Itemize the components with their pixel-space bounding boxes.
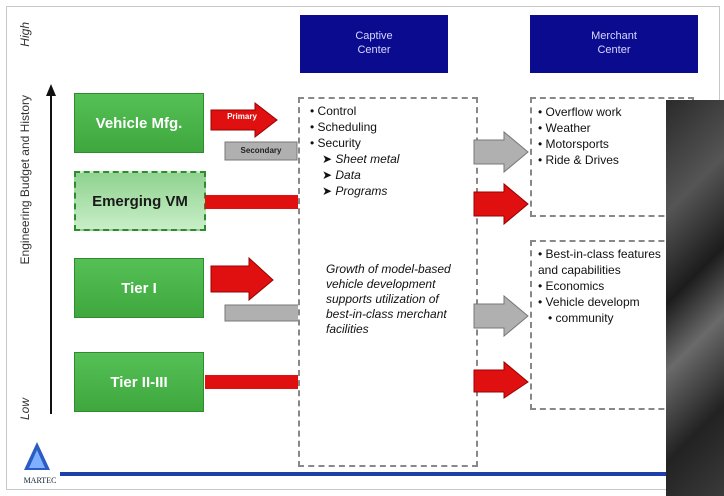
list-item: Vehicle developm xyxy=(538,294,666,310)
merchant-top-list: Overflow work Weather Motorsports Ride &… xyxy=(538,104,678,168)
tier23-arrow xyxy=(205,375,299,389)
axis-arrow xyxy=(46,84,56,414)
list-item: Overflow work xyxy=(538,104,678,120)
red-arrow-bottom xyxy=(473,360,529,399)
tier1-arrow xyxy=(210,256,274,302)
list-item: Scheduling xyxy=(310,119,470,135)
list-subitem: Programs xyxy=(310,183,470,199)
red-arrow-top xyxy=(473,182,529,226)
list-subitem: Data xyxy=(310,167,470,183)
gray-arrow-bottom xyxy=(473,294,529,338)
merchant-bottom-list: Best-in-class features and capabilities … xyxy=(538,246,666,326)
list-item: Economics xyxy=(538,278,666,294)
captive-list: Control Scheduling Security Sheet metal … xyxy=(310,103,470,199)
axis-high-label: High xyxy=(18,22,32,47)
secondary-label: Secondary xyxy=(240,146,282,155)
emerging-arrow xyxy=(205,195,299,209)
axis-low-label: Low xyxy=(18,398,32,421)
tier-vehicle-mfg: Vehicle Mfg. xyxy=(74,93,204,153)
captive-note: Growth of model-based vehicle developmen… xyxy=(326,262,451,336)
tier-arrows xyxy=(205,101,300,389)
list-item-continued: community xyxy=(538,310,666,326)
list-item: Weather xyxy=(538,120,678,136)
list-item: Security xyxy=(310,135,470,151)
primary-label: Primary xyxy=(227,112,257,121)
tier-2-3: Tier II-III xyxy=(74,352,204,412)
list-item: Ride & Drives xyxy=(538,152,678,168)
merchant-center-header: Merchant Center xyxy=(530,15,698,73)
secondary-arrow xyxy=(224,141,298,161)
axis-title: Engineering Budget and History xyxy=(18,95,32,265)
list-item: Motorsports xyxy=(538,136,678,152)
logo-text: MARTEC xyxy=(23,476,57,485)
primary-arrow xyxy=(210,101,278,139)
footer-rule xyxy=(60,472,666,476)
tier-emerging-vm: Emerging VM xyxy=(74,171,206,231)
gray-arrow-top xyxy=(473,130,529,174)
list-item: Best-in-class features and capabilities xyxy=(538,246,666,278)
martec-logo-icon xyxy=(24,442,50,470)
merchant-arrows xyxy=(473,130,529,399)
tier-1: Tier I xyxy=(74,258,204,318)
car-photo xyxy=(666,100,724,496)
list-item: Control xyxy=(310,103,470,119)
tier1-gray-bar xyxy=(224,304,300,322)
list-subitem: Sheet metal xyxy=(310,151,470,167)
captive-center-header: Captive Center xyxy=(300,15,448,73)
